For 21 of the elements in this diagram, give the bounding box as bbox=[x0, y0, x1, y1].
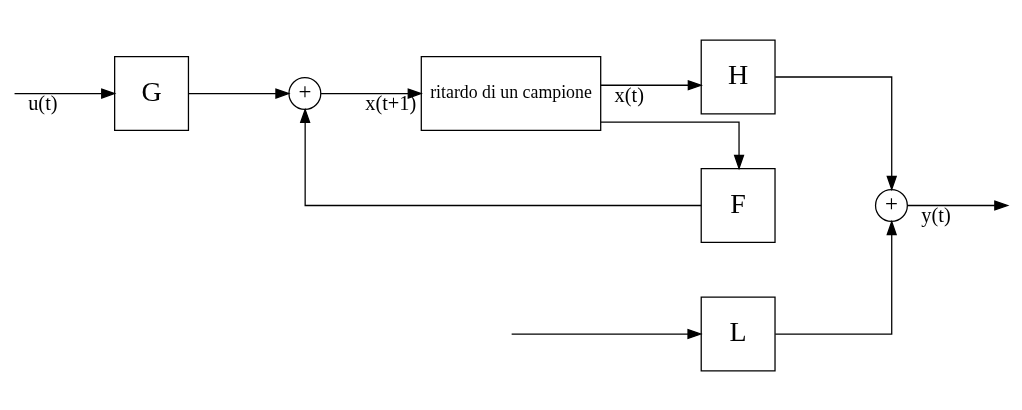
node-box: ritardo di un campione bbox=[420, 55, 602, 131]
node-box: G bbox=[114, 55, 190, 131]
edge-label: y(t) bbox=[921, 203, 951, 226]
arrow bbox=[188, 87, 291, 99]
node-box: H bbox=[700, 38, 776, 115]
arrow bbox=[299, 107, 702, 206]
edge-label: x(t+1) bbox=[365, 91, 417, 114]
edge-label: u(t) bbox=[28, 91, 58, 114]
arrow bbox=[774, 219, 898, 335]
node-box: L bbox=[700, 295, 776, 372]
arrow bbox=[320, 87, 423, 99]
arrow bbox=[774, 75, 898, 191]
arrow bbox=[907, 199, 1010, 211]
arrow bbox=[511, 328, 703, 339]
node-circle: + bbox=[874, 188, 908, 222]
node-box: F bbox=[700, 167, 776, 243]
node-circle: + bbox=[288, 76, 322, 110]
edge-label: x(t) bbox=[614, 83, 644, 106]
arrow bbox=[600, 121, 745, 170]
arrow bbox=[13, 87, 117, 99]
arrow bbox=[600, 79, 703, 91]
